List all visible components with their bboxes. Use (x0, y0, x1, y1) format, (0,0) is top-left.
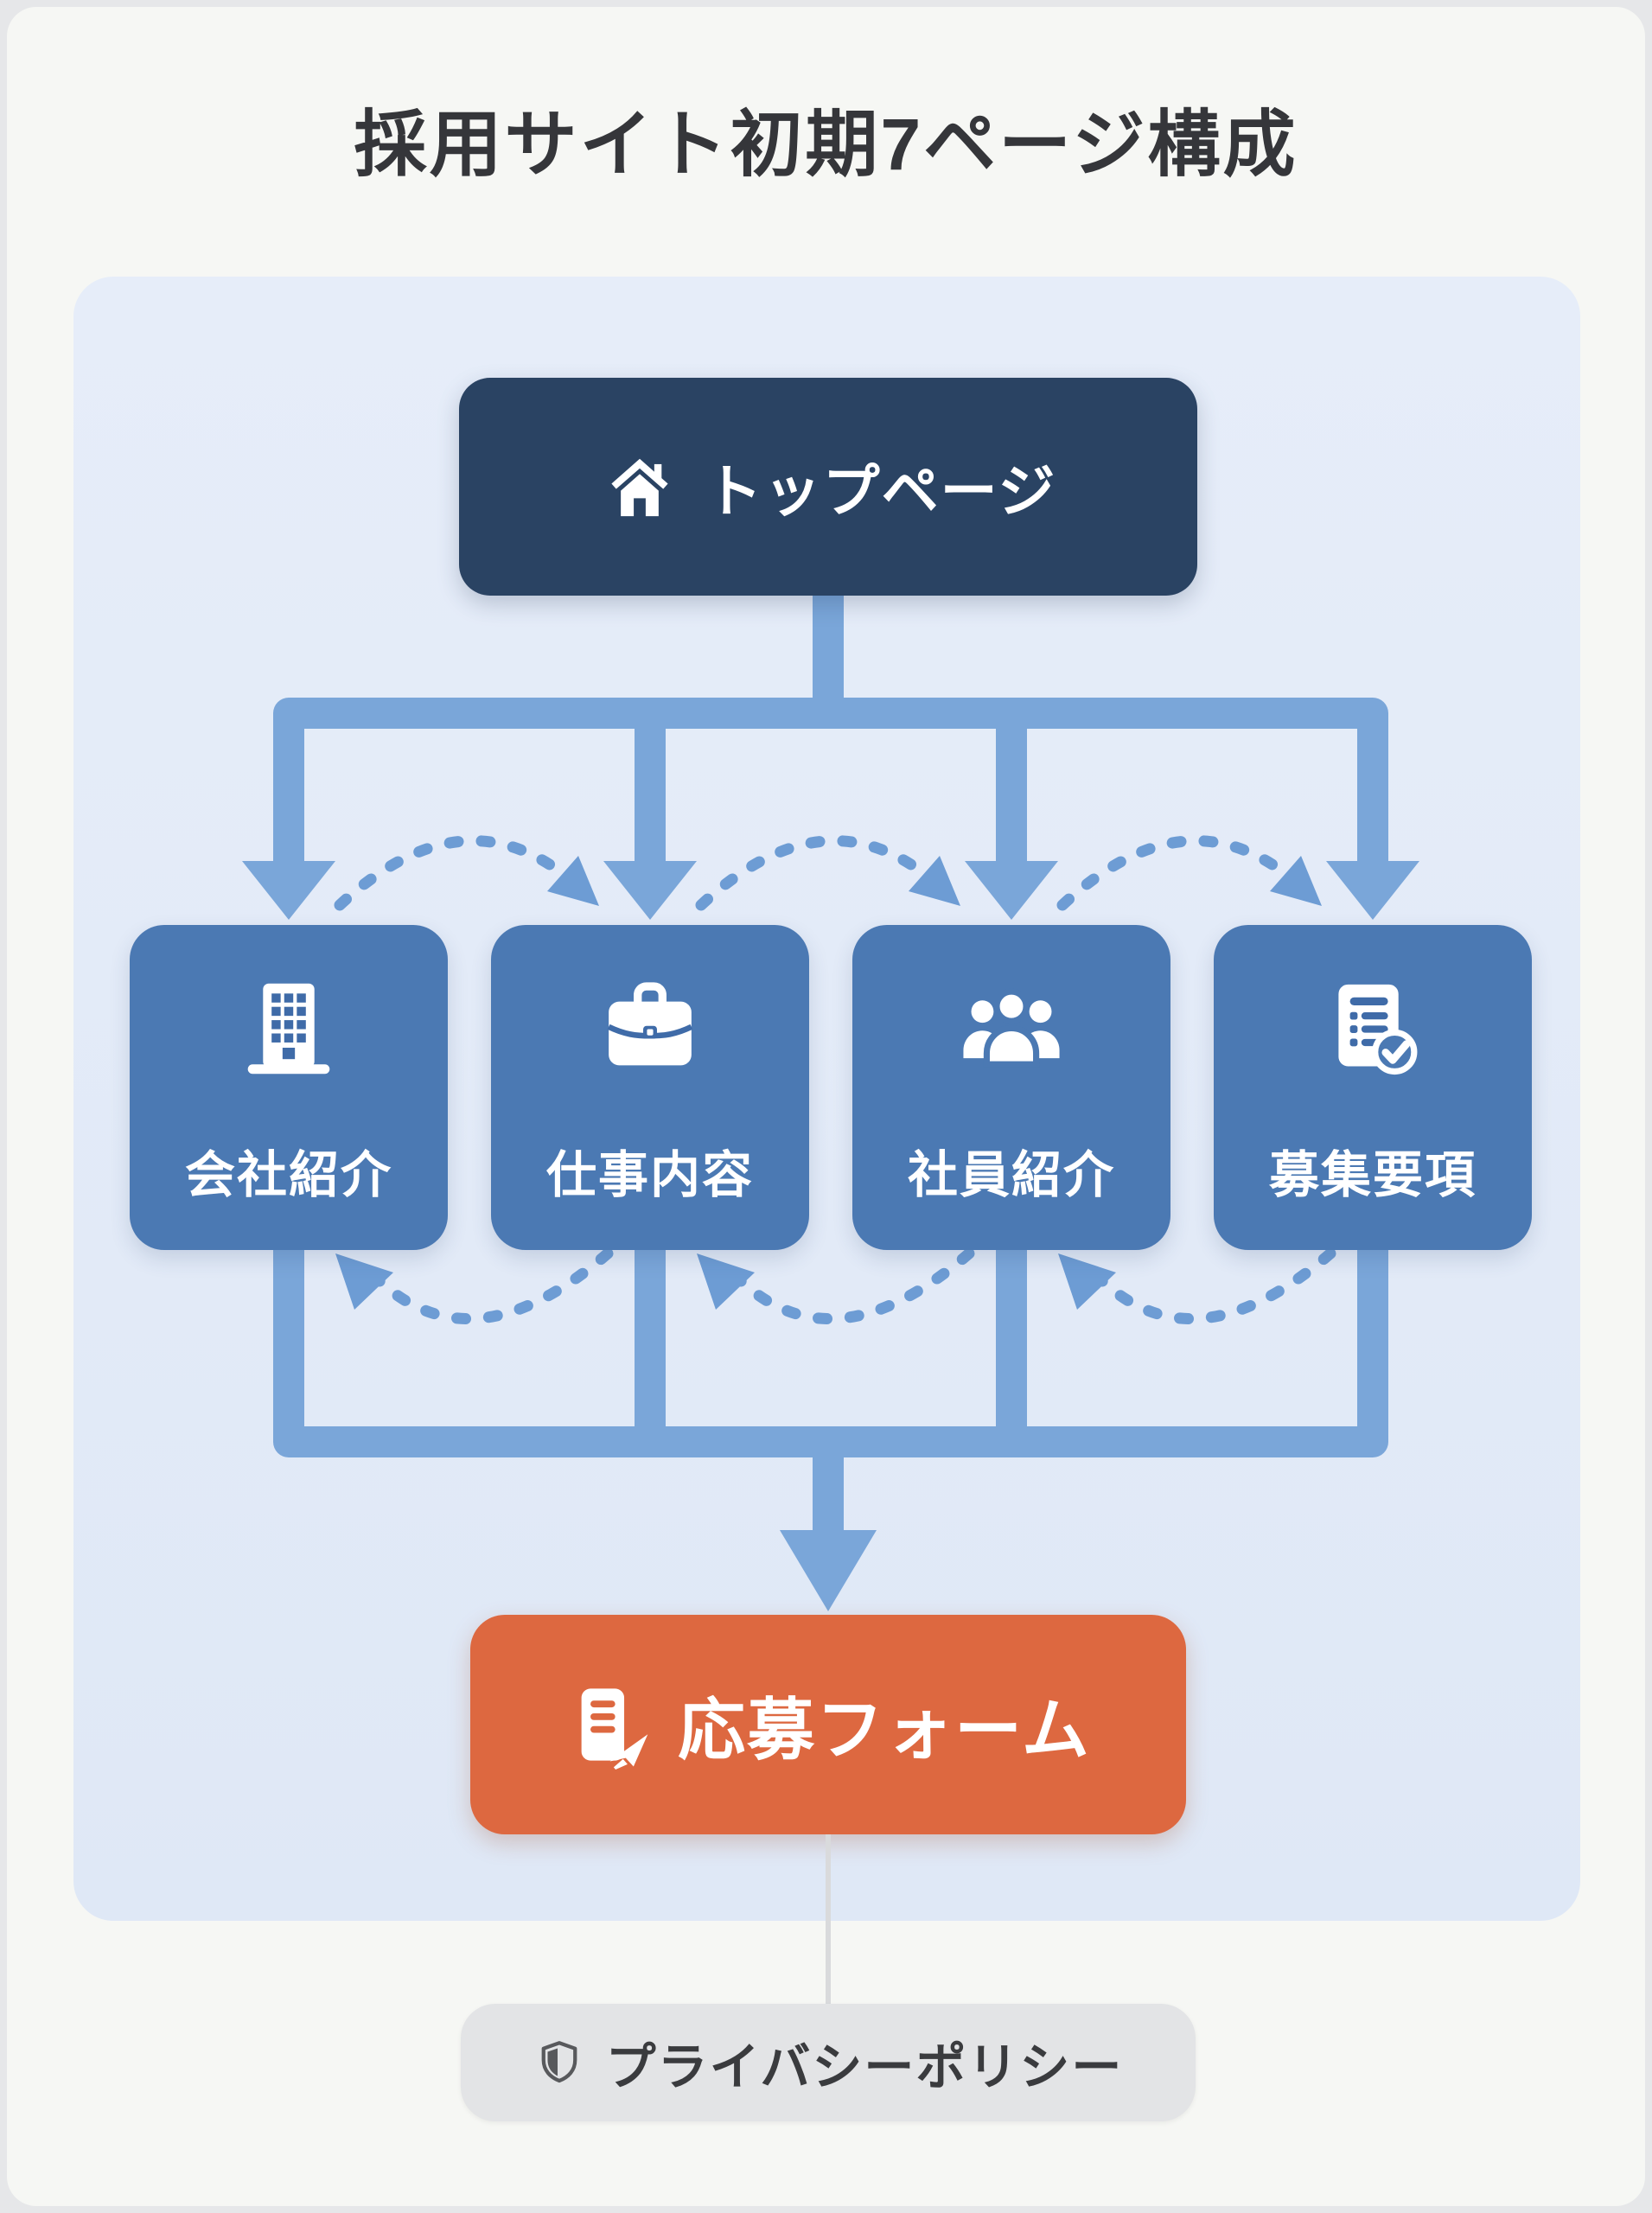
page-node-members: 社員紹介 (852, 925, 1170, 1250)
page-node-label: 仕事内容 (545, 1147, 754, 1203)
page-node-requirements: 募集要項 (1214, 925, 1532, 1250)
apply-form-node: 応募フォーム (470, 1615, 1186, 1834)
apply-form-label: 応募フォーム (678, 1692, 1091, 1768)
document-check-icon (1316, 972, 1430, 1086)
people-icon (954, 972, 1068, 1086)
page-node-label: 社員紹介 (907, 1147, 1115, 1203)
building-icon (232, 972, 346, 1086)
privacy-policy-label: プライバシーポリシー (605, 2039, 1124, 2095)
privacy-connector-line (826, 1834, 831, 2006)
page-node-company: 会社紹介 (130, 925, 448, 1250)
page-title: 採用サイト初期7ページ構成 (354, 104, 1298, 185)
home-icon (600, 447, 679, 526)
page-node-work: 仕事内容 (491, 925, 809, 1250)
privacy-policy-pill: プライバシーポリシー (461, 2004, 1196, 2121)
form-send-icon (565, 1680, 655, 1770)
top-page-label: トップページ (705, 459, 1057, 523)
shield-icon (533, 2037, 585, 2089)
briefcase-icon (593, 972, 707, 1086)
top-page-node: トップページ (459, 378, 1197, 596)
page-node-label: 募集要項 (1268, 1147, 1477, 1203)
page-node-label: 会社紹介 (184, 1147, 392, 1203)
